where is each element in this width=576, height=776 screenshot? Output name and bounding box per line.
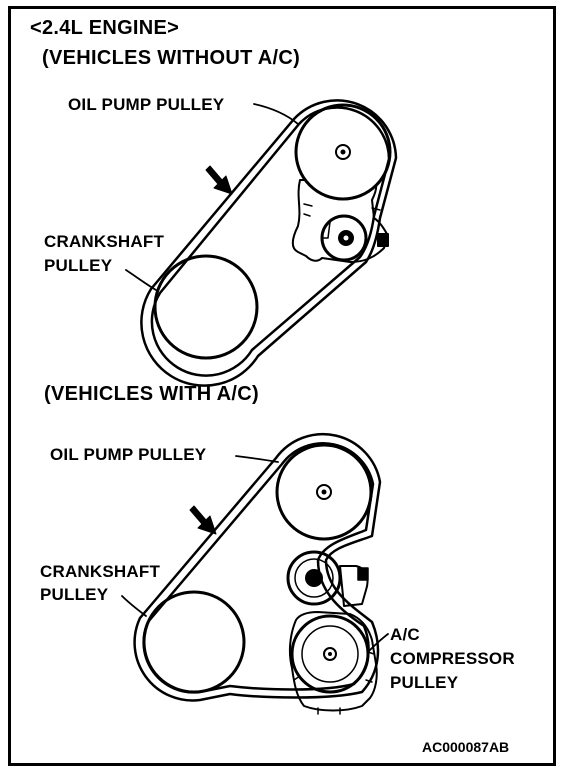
crankshaft-pulley-label-bottom-line2: PULLEY <box>40 585 109 604</box>
diagram-with-ac <box>121 432 389 715</box>
leader-ac-compressor <box>367 633 389 653</box>
engine-bracket-ac <box>288 611 378 712</box>
engine-title: <2.4L ENGINE> <box>30 17 180 39</box>
leader-oil-pump-top <box>253 103 299 125</box>
ac-compressor-pulley-hub <box>323 647 337 661</box>
drive-belt-ac <box>133 432 382 702</box>
ac-compressor-pulley-label-line3: PULLEY <box>390 673 459 692</box>
leader-crankshaft-top <box>125 269 157 291</box>
oil-pump-pulley-label-bottom: OIL PUMP PULLEY <box>50 445 207 464</box>
rotation-arrow-bottom <box>189 505 217 535</box>
leader-oil-pump-bottom <box>235 455 279 463</box>
crankshaft-pulley <box>153 254 259 360</box>
tensioner-bolt <box>377 233 389 247</box>
crankshaft-pulley-label-bottom-line1: CRANKSHAFT <box>40 562 161 581</box>
leader-crankshaft-bottom <box>121 595 147 617</box>
tensioner-bolt-ac <box>357 567 369 581</box>
crankshaft-pulley-label-top-line2: PULLEY <box>44 256 113 275</box>
oil-pump-pulley-ac-hub <box>316 484 332 500</box>
reference-code: AC000087AB <box>422 739 510 755</box>
ac-compressor-pulley-label-line2: COMPRESSOR <box>390 649 515 668</box>
drive-belt <box>140 99 398 387</box>
oil-pump-pulley-hub <box>335 144 351 160</box>
section-title-without-ac: (VEHICLES WITHOUT A/C) <box>42 47 301 69</box>
diagram-without-ac <box>125 99 398 387</box>
crankshaft-pulley-label-top-line1: CRANKSHAFT <box>44 232 165 251</box>
ac-compressor-pulley-label-line1: A/C <box>390 625 420 644</box>
oil-pump-pulley-label-top: OIL PUMP PULLEY <box>68 95 225 114</box>
engine-bracket <box>291 179 389 263</box>
rotation-arrow-top <box>205 165 233 195</box>
figure-border <box>8 6 556 766</box>
section-title-with-ac: (VEHICLES WITH A/C) <box>44 383 259 405</box>
